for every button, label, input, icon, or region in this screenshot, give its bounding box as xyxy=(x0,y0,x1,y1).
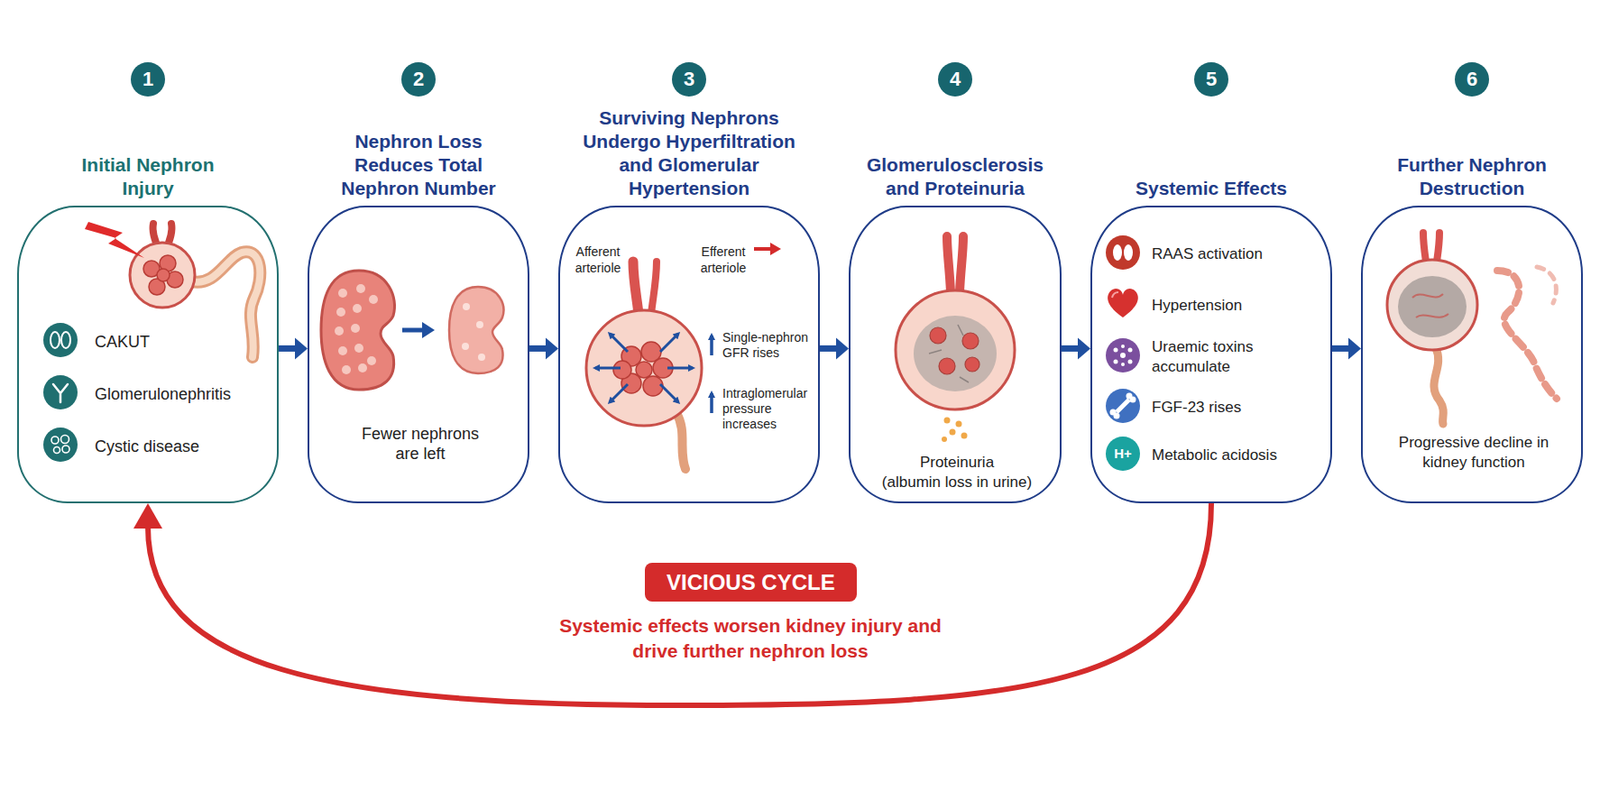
arrow-head xyxy=(1077,337,1091,359)
cause-item: Cystic disease xyxy=(94,436,267,457)
body-text: Fewer nephrons are left xyxy=(352,423,488,464)
body-text: (albumin loss in urine) xyxy=(866,472,1048,493)
effect-item: Hypertension xyxy=(1151,295,1324,316)
feedback-arrow xyxy=(133,503,1212,706)
arrow-head xyxy=(294,337,308,359)
step-number: 5 xyxy=(1194,62,1229,97)
arrow-head xyxy=(545,337,559,359)
arrow-head xyxy=(133,503,163,529)
body-text: Proteinuria xyxy=(866,452,1048,473)
cause-item: Glomerulonephritis xyxy=(94,384,267,405)
flow-arrow xyxy=(1332,337,1361,359)
stage-heading: Initial Nephron Injury xyxy=(71,153,225,201)
cause-icons xyxy=(43,322,78,462)
step-number: 4 xyxy=(937,62,973,97)
annotation: Single-nephron GFR rises xyxy=(722,330,817,361)
connector-line xyxy=(1332,345,1351,352)
effect-item: FGF-23 rises xyxy=(1151,397,1324,418)
cycle-badge: VICIOUS CYCLE xyxy=(644,562,857,602)
step-circles xyxy=(130,62,1490,97)
stage-box: Surviving Nephrons Undergo Hyperfiltrati… xyxy=(558,205,820,504)
effect-item: Metabolic acidosis xyxy=(1151,445,1324,466)
vessel-label: Afferent arteriole xyxy=(569,243,627,276)
vessel-label: Efferent arteriole xyxy=(695,243,752,276)
stage-box: Nephron Loss Reduces Total Nephron Numbe… xyxy=(307,205,530,504)
systemic-icons xyxy=(1105,235,1141,471)
flow-arrow xyxy=(278,337,308,359)
step-number: 6 xyxy=(1454,62,1490,97)
arrow-head xyxy=(836,337,849,359)
connector-line xyxy=(147,503,1212,706)
connector-line xyxy=(529,345,548,352)
flow-arrow xyxy=(819,337,849,359)
arrow-head xyxy=(1348,337,1361,359)
effect-item: Uraemic toxins accumulate xyxy=(1151,337,1324,378)
flow-arrow xyxy=(529,337,559,359)
cycle-caption: Systemic effects worsen kidney injury an… xyxy=(547,613,954,664)
flow-arrow xyxy=(1061,337,1091,359)
badge-text: VICIOUS CYCLE xyxy=(666,569,836,596)
destroyed-nephron xyxy=(1387,232,1557,424)
step-number: 1 xyxy=(130,62,166,97)
kidney-shrink xyxy=(321,270,504,390)
connector-line xyxy=(1061,345,1080,352)
stage-heading: Systemic Effects xyxy=(1094,176,1329,201)
step-number: 3 xyxy=(671,62,707,97)
connector-line xyxy=(819,345,838,352)
stage-heading: Glomerulosclerosis and Proteinuria xyxy=(851,153,1059,201)
effect-item: RAAS activation xyxy=(1151,244,1324,265)
stage-heading: Surviving Nephrons Undergo Hyperfiltrati… xyxy=(567,106,811,201)
stage-box: Further Nephron DestructionProgressive d… xyxy=(1360,205,1583,504)
stage-box: Glomerulosclerosis and ProteinuriaProtei… xyxy=(848,205,1062,504)
icon-label: H+ xyxy=(1105,436,1141,471)
stage-heading: Nephron Loss Reduces Total Nephron Numbe… xyxy=(332,129,505,201)
stage-box: Initial Nephron InjuryCAKUTGlomeruloneph… xyxy=(17,205,279,504)
body-text: Progressive decline in kidney function xyxy=(1379,432,1569,473)
stage-heading: Further Nephron Destruction xyxy=(1381,153,1563,201)
connector-line xyxy=(278,345,297,352)
annotation: Intraglomerular pressure increases xyxy=(722,386,817,433)
step-number: 2 xyxy=(401,62,436,97)
sclerotic-glomerulus xyxy=(895,236,1015,442)
cause-item: CAKUT xyxy=(94,331,267,352)
